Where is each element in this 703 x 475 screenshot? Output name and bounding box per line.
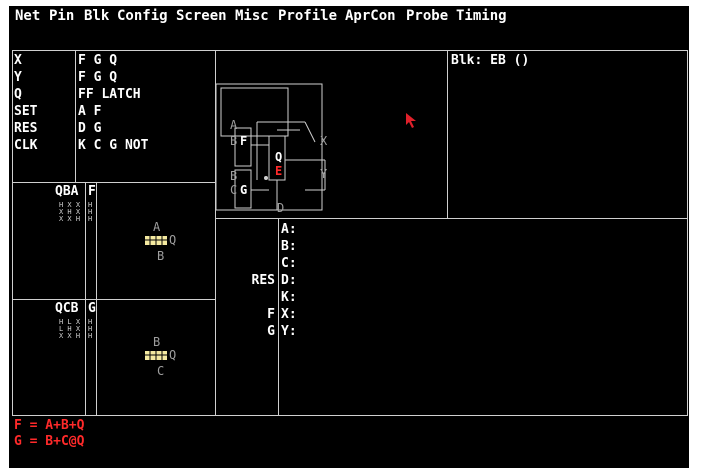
pin-label[interactable]: B: (281, 239, 297, 254)
signal-name[interactable]: Y (14, 70, 22, 85)
menu-blk[interactable]: Blk (84, 8, 110, 24)
panel-divider (96, 182, 97, 300)
truth-row: L H X (59, 325, 81, 333)
truth-output: H (88, 201, 93, 209)
truth-output: H (88, 215, 93, 223)
schem-label-a: A (230, 118, 238, 132)
truth-output: H (88, 332, 93, 340)
frame-line (12, 50, 13, 415)
pin-label[interactable]: Y: (281, 324, 297, 339)
truth-output: H (88, 208, 93, 216)
schem-label-g: G (240, 183, 248, 197)
pin-label[interactable]: D: (281, 273, 297, 288)
panel-header: QBA (55, 184, 79, 199)
menu-misc[interactable]: Misc (235, 8, 269, 24)
signal-name[interactable]: X (14, 53, 22, 68)
signal-sources: D G (78, 121, 102, 136)
frame-line (12, 50, 687, 51)
truth-row: X X H (59, 215, 81, 223)
panel-header: QCB (55, 301, 79, 316)
menu-config[interactable]: Config (117, 8, 168, 24)
signal-name[interactable]: Q (14, 87, 22, 102)
schem-label-d: D (277, 201, 285, 215)
gate-output: Q (169, 233, 177, 247)
frame-line (447, 50, 448, 218)
menu-timing[interactable]: Timing (456, 8, 507, 24)
pin-label[interactable]: K: (281, 290, 297, 305)
pin-signal: F (267, 307, 275, 322)
truth-row: H L X (59, 318, 81, 326)
screen: Net Pin Blk Config Screen Misc Profile A… (9, 6, 689, 468)
truth-row: X X H (59, 332, 81, 340)
schem-label-f: F (240, 134, 248, 148)
menu-net[interactable]: Net (15, 8, 41, 24)
frame-line (215, 50, 216, 415)
schem-label-x: X (320, 134, 328, 148)
panel-func-name: F (88, 184, 96, 199)
schematic-wires (215, 83, 326, 211)
signal-name[interactable]: CLK (14, 138, 38, 153)
menu-aprcon[interactable]: AprCon (345, 8, 396, 24)
pin-label[interactable]: X: (281, 307, 297, 322)
menu-probe[interactable]: Probe (406, 8, 449, 24)
gate-input-bottom: B (157, 249, 165, 263)
gate-output: Q (169, 348, 177, 362)
mouse-pointer-icon (406, 113, 416, 128)
frame-line (75, 50, 76, 183)
panel-divider (85, 299, 86, 415)
pin-signal: G (267, 324, 275, 339)
frame-line (12, 299, 216, 300)
equation-line: F = A+B+Q (14, 418, 85, 433)
pin-label[interactable]: A: (281, 222, 297, 237)
truth-output: H (88, 325, 93, 333)
signal-sources: A F (78, 104, 102, 119)
panel-divider (96, 299, 97, 415)
gate-input-top: B (153, 335, 161, 349)
schem-label-c: C (230, 183, 238, 197)
signal-sources: F G Q (78, 53, 118, 68)
signal-sources: K C G NOT (78, 138, 149, 153)
truth-row: H X X (59, 201, 81, 209)
gate-icon (145, 351, 167, 360)
signal-sources: F G Q (78, 70, 118, 85)
panel-divider (85, 182, 86, 300)
block-label: Blk: EB () (451, 53, 530, 68)
menu-profile[interactable]: Profile (278, 8, 338, 24)
frame-line (12, 415, 688, 416)
menu-pin[interactable]: Pin (49, 8, 75, 24)
panel-func-name: G (88, 301, 96, 316)
equation-line: G = B+C@Q (14, 434, 85, 449)
frame-line (215, 218, 688, 219)
truth-row: X H X (59, 208, 81, 216)
pin-signal: RES (251, 273, 275, 288)
menu-screen[interactable]: Screen (176, 8, 227, 24)
frame-line (12, 182, 216, 183)
schem-label-q: Q (275, 150, 283, 164)
schem-label-e: E (275, 164, 283, 178)
signal-sources: FF LATCH (78, 87, 141, 102)
frame-line (278, 218, 279, 415)
gate-input-bottom: C (157, 364, 165, 378)
signal-name[interactable]: RES (14, 121, 38, 136)
gate-input-top: A (153, 220, 161, 234)
schem-label-y: Y (320, 167, 328, 181)
schem-label-b2: B (230, 169, 238, 183)
truth-output: H (88, 318, 93, 326)
schem-label-b: B (230, 134, 238, 148)
frame-line (687, 50, 688, 415)
signal-name[interactable]: SET (14, 104, 38, 119)
pin-label[interactable]: C: (281, 256, 297, 271)
gate-icon (145, 236, 167, 245)
